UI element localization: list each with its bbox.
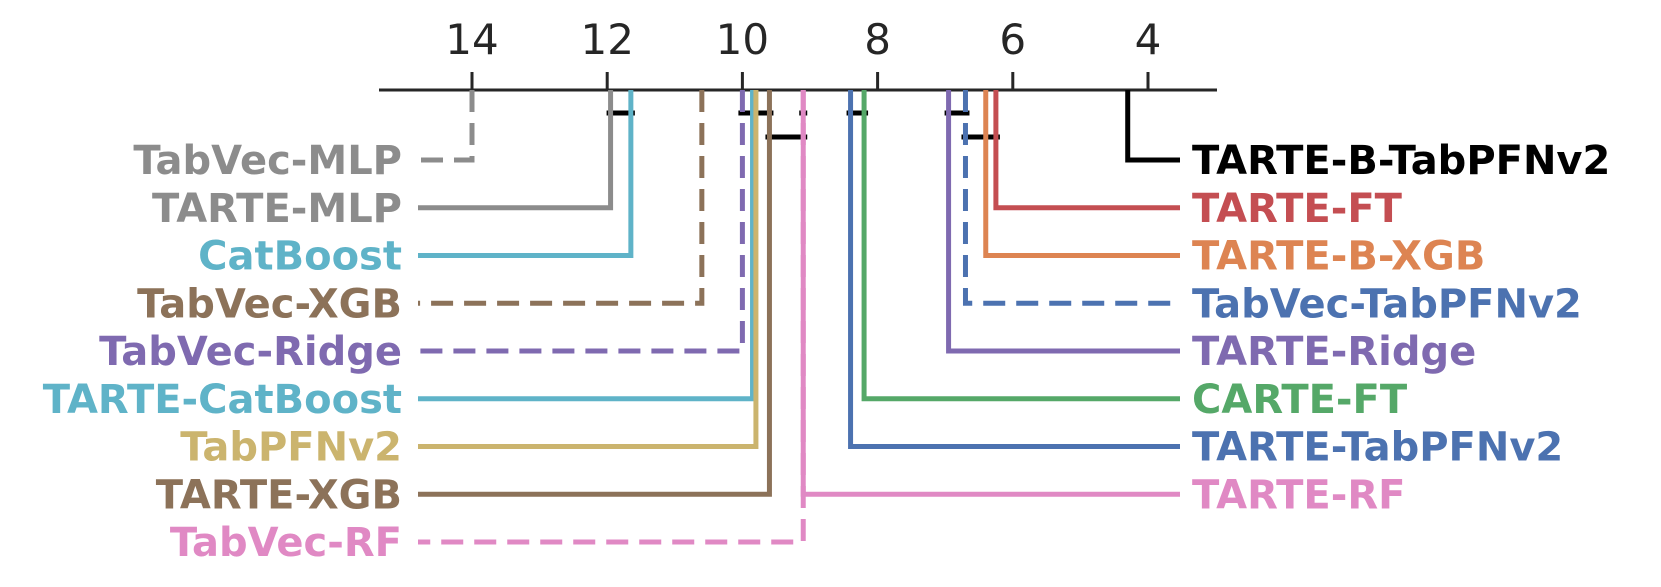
method-line-tabvec-tabpfnv2 <box>962 90 1180 306</box>
method-labels: TabVec-MLPTARTE-MLPCatBoostTabVec-XGBTab… <box>43 138 1611 566</box>
axis-ticks: 14 12 10 8 6 4 <box>445 15 1161 90</box>
method-label-tabvec-mlp: TabVec-MLP <box>133 138 402 184</box>
method-label-tarte-ft: TARTE-FT <box>1192 186 1403 232</box>
method-label-tarte-ridge: TARTE-Ridge <box>1192 329 1476 375</box>
method-line-catboost <box>418 90 634 258</box>
method-line-tarte-catboost <box>418 90 756 402</box>
method-label-tarte-rf: TARTE-RF <box>1192 472 1405 518</box>
method-label-tarte-mlp: TARTE-MLP <box>152 186 402 232</box>
method-line-tarte-b-xgb <box>983 90 1180 258</box>
method-line-tabvec-ridge <box>418 90 745 354</box>
method-line-tarte-rf <box>800 90 1180 497</box>
axis-tick-label: 14 <box>445 15 498 64</box>
method-label-tarte-b-tabpfnv2: TARTE-B-TabPFNv2 <box>1192 138 1610 184</box>
method-label-tabvec-xgb: TabVec-XGB <box>137 281 402 327</box>
method-label-carte-ft: CARTE-FT <box>1192 377 1408 423</box>
axis-tick-label: 10 <box>716 15 769 64</box>
method-label-tarte-catboost: TARTE-CatBoost <box>43 377 402 423</box>
axis-tick-label: 4 <box>1135 15 1162 64</box>
method-label-tarte-tabpfnv2: TARTE-TabPFNv2 <box>1192 425 1563 471</box>
method-line-tabpfnv2 <box>418 90 759 449</box>
method-label-tabvec-rf: TabVec-RF <box>170 520 402 566</box>
method-line-tarte-xgb <box>418 90 772 497</box>
method-label-tarte-b-xgb: TARTE-B-XGB <box>1192 234 1485 280</box>
method-line-carte-ft <box>861 90 1180 402</box>
method-label-tarte-xgb: TARTE-XGB <box>156 472 402 518</box>
method-line-tarte-b-tabpfnv2 <box>1125 90 1180 163</box>
method-line-tarte-ridge <box>946 90 1180 354</box>
method-line-tabvec-mlp <box>418 90 475 163</box>
axis-tick-label: 6 <box>999 15 1026 64</box>
method-line-tarte-ft <box>993 90 1180 211</box>
method-label-tabvec-tabpfnv2: TabVec-TabPFNv2 <box>1192 281 1582 327</box>
method-line-tabvec-xgb <box>418 90 705 306</box>
axis-tick-label: 8 <box>864 15 891 64</box>
method-line-tarte-tabpfnv2 <box>848 90 1180 449</box>
axis-tick-label: 12 <box>580 15 633 64</box>
method-label-catboost: CatBoost <box>198 234 402 280</box>
method-label-tabvec-ridge: TabVec-Ridge <box>99 329 402 375</box>
method-label-tabpfnv2: TabPFNv2 <box>180 425 402 471</box>
method-lines <box>418 90 1180 545</box>
method-line-tarte-mlp <box>418 90 614 211</box>
